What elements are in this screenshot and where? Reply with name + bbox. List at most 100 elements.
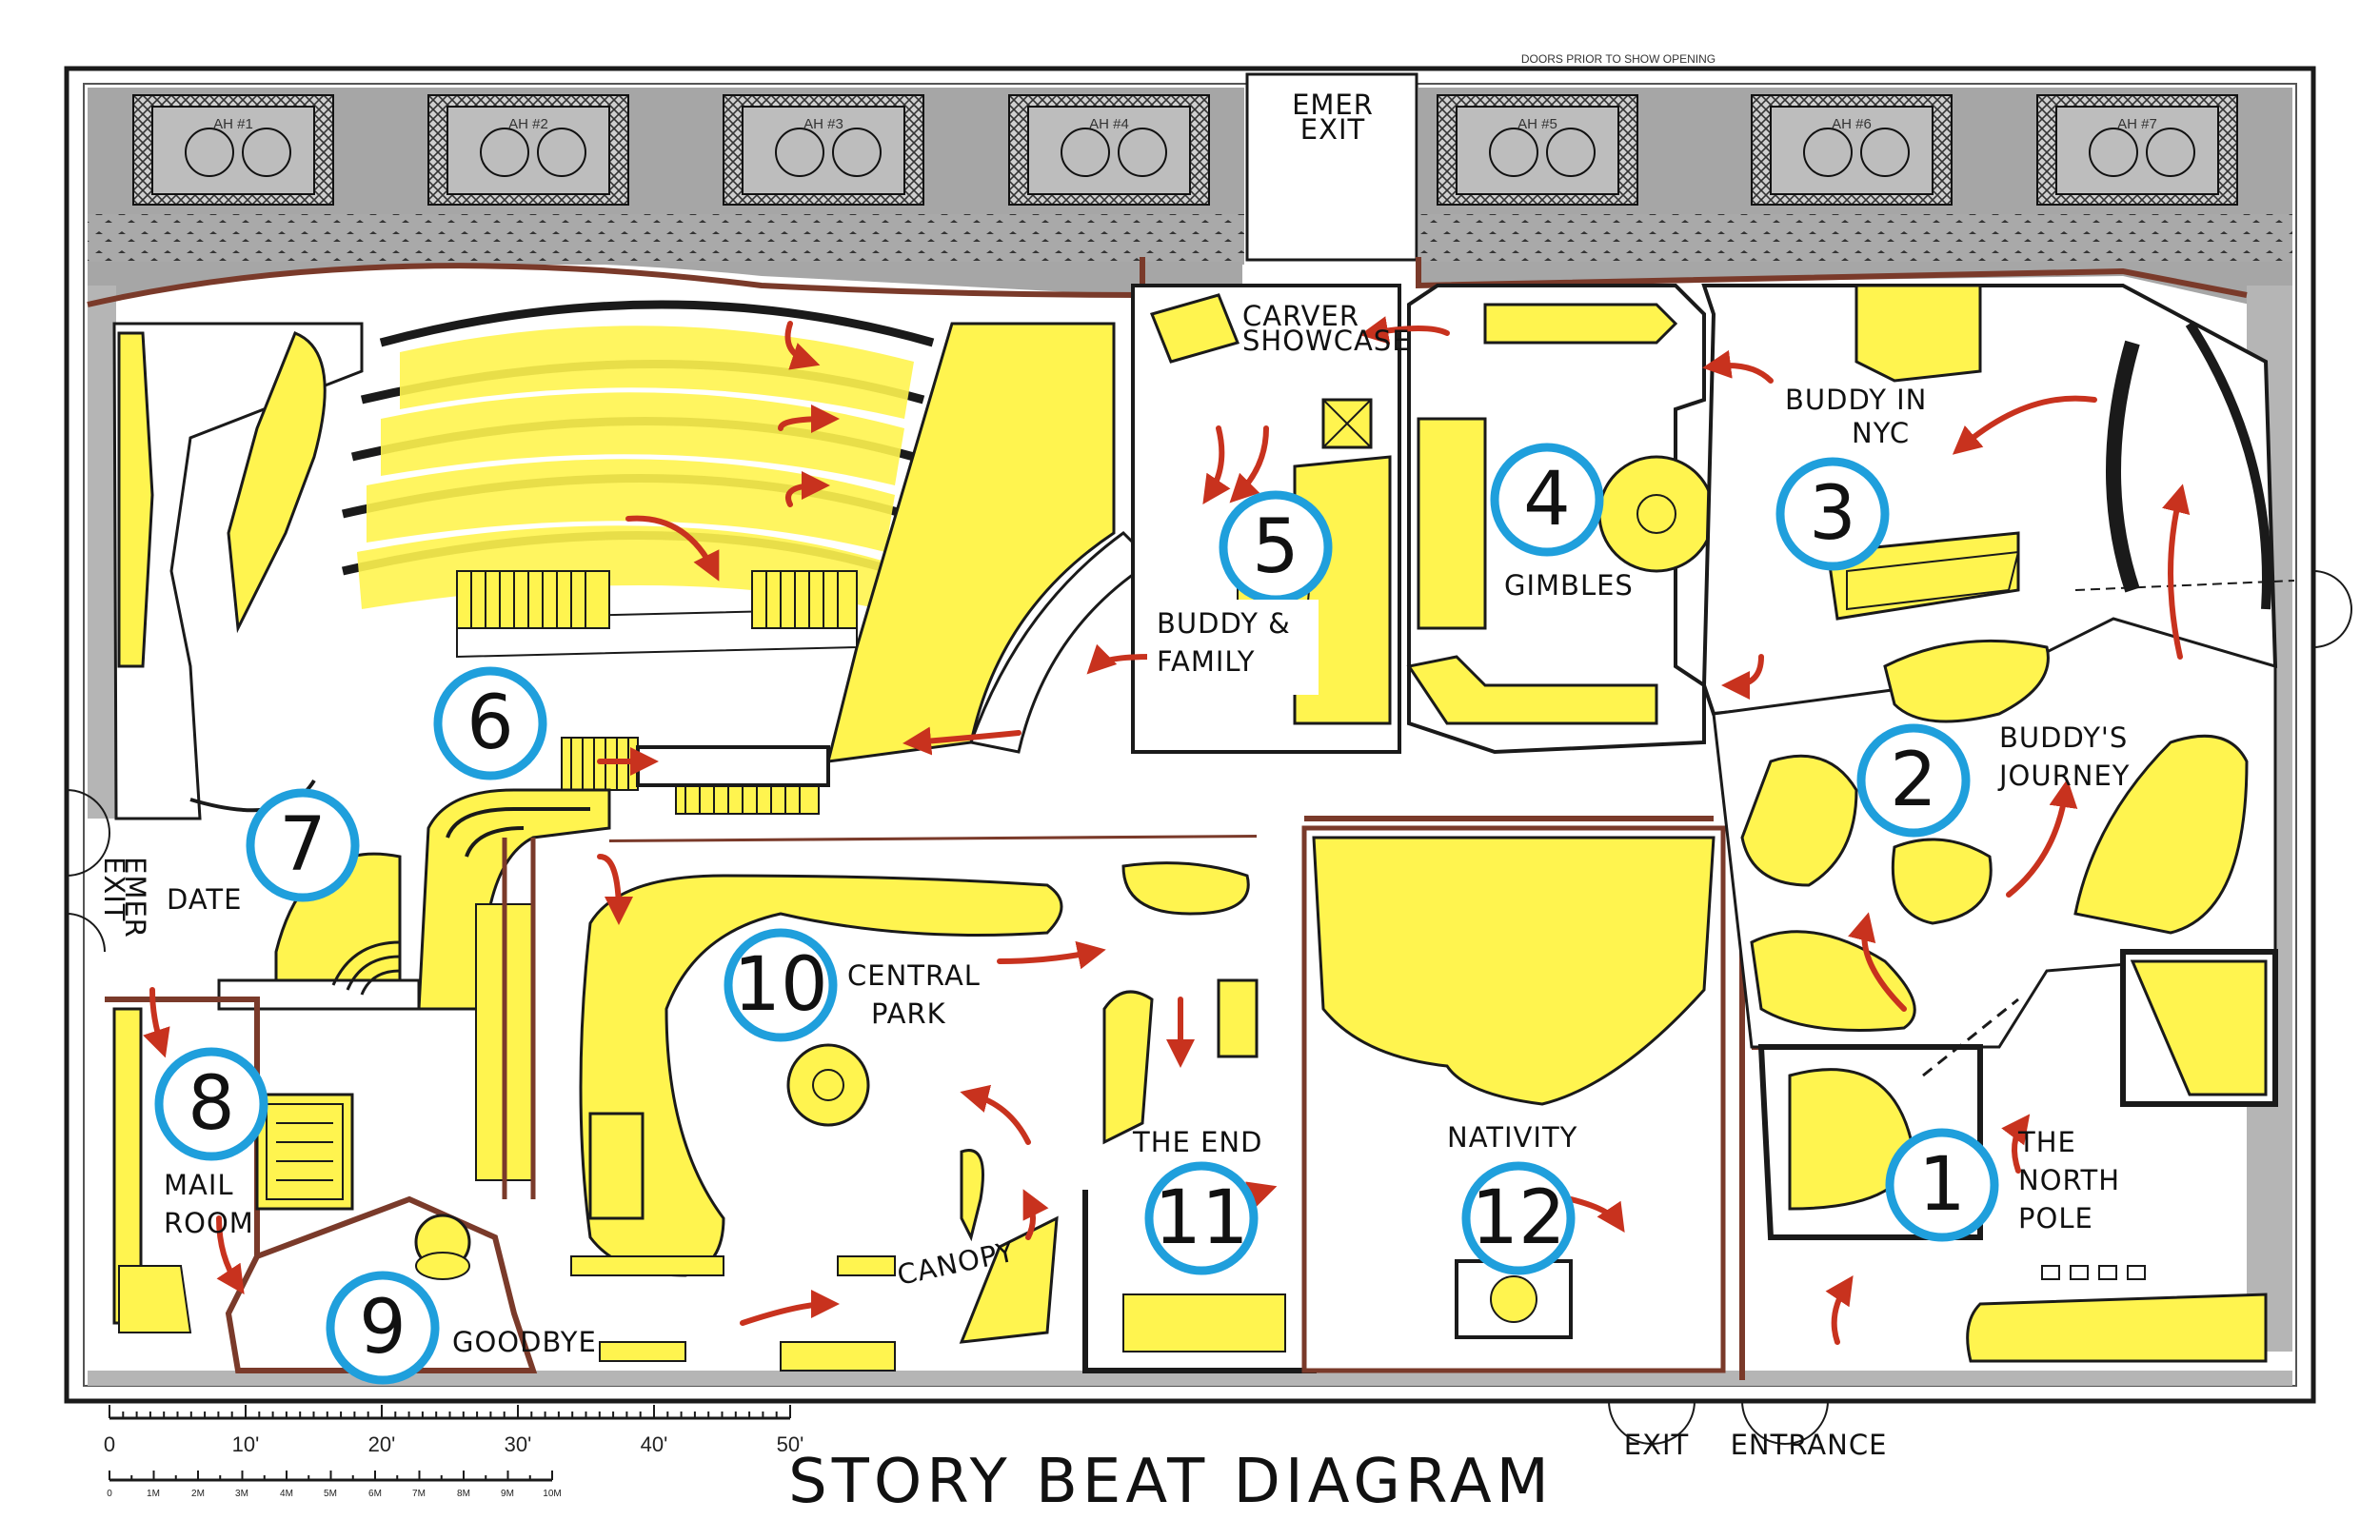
- beat-6-number: 6: [466, 681, 514, 766]
- scale-ft-10: 10': [232, 1432, 260, 1456]
- beat-4-label-1: GIMBLES: [1504, 569, 1634, 602]
- beat-5-label-1: BUDDY &: [1157, 607, 1291, 640]
- air-handler-1: [132, 94, 334, 206]
- beat-1-label-1: THE: [2017, 1126, 2076, 1158]
- scale-m-1: 1M: [147, 1489, 160, 1499]
- exit-bottom-label: EXIT: [1624, 1429, 1689, 1461]
- scale-m-9: 9M: [501, 1489, 514, 1499]
- ah-label-4: AH #4: [1089, 116, 1129, 132]
- beat-2-number: 2: [1890, 738, 1937, 823]
- beat-6: 6: [433, 666, 547, 780]
- beat-3-number: 3: [1809, 471, 1856, 557]
- carver-label-2: SHOWCASE: [1242, 325, 1411, 357]
- air-handler-labels: AH #1 AH #2 AH #3 AH #4 AH #5 AH #6 AH #…: [213, 116, 2157, 132]
- emer-exit-left-line2: EXIT: [98, 857, 130, 921]
- beat-7-number: 7: [279, 802, 327, 888]
- ah-label-2: AH #2: [508, 116, 548, 132]
- scale-m-5: 5M: [324, 1489, 337, 1499]
- scale-m-8: 8M: [457, 1489, 470, 1499]
- beat-3-label-2: NYC: [1852, 417, 1910, 449]
- ah-label-3: AH #3: [803, 116, 843, 132]
- zone-6-theater: [112, 300, 1155, 820]
- ah-label-7: AH #7: [2117, 116, 2157, 132]
- emer-exit-left-line1: EMER: [119, 857, 151, 938]
- scale-ft-0: 0: [104, 1432, 115, 1456]
- central-park-corridor-wall: [502, 838, 536, 1199]
- scale-m-10: 10M: [543, 1489, 561, 1499]
- zone-12-nativity: [1301, 825, 1726, 1373]
- beat-5-label-bg: [1147, 600, 1319, 695]
- beat-10-number: 10: [733, 942, 827, 1028]
- beat-2-label-2: JOURNEY: [1997, 760, 2131, 792]
- emer-exit-left-doors: [66, 789, 110, 953]
- scale-ft-20: 20': [368, 1432, 396, 1456]
- mechanical-zone-left-edge: [88, 286, 116, 819]
- beat-1-number: 1: [1918, 1142, 1966, 1228]
- emer-exit-top-corridor: [1245, 72, 1418, 262]
- beat-8: 8 MAIL ROOM: [154, 1047, 268, 1239]
- ah-label-6: AH #6: [1832, 116, 1872, 132]
- beat-12-label-1: NATIVITY: [1447, 1121, 1577, 1154]
- scale-m-7: 7M: [412, 1489, 426, 1499]
- air-handler-7: [2036, 94, 2238, 206]
- ah-label-5: AH #5: [1517, 116, 1557, 132]
- beat-10-label-2: PARK: [871, 997, 946, 1030]
- beat-2-label-1: BUDDY'S: [1999, 721, 2128, 754]
- flow-arrows: [143, 316, 2191, 1345]
- scale-m-0: 0: [107, 1489, 112, 1499]
- beat-9: 9 GOODBYE: [326, 1271, 597, 1385]
- scale-m-2: 2M: [191, 1489, 205, 1499]
- beat-4: 4 GIMBLES: [1490, 443, 1634, 602]
- beat-10-label-1: CENTRAL: [847, 959, 981, 992]
- emer-exit-top-line2: EXIT: [1300, 113, 1365, 146]
- zone-10-central-park: [570, 838, 1266, 1372]
- doors-note: DOORS PRIOR TO SHOW OPENING: [1521, 52, 1716, 66]
- beat-9-label-1: GOODBYE: [452, 1326, 597, 1358]
- scale-ft-50: 50': [777, 1432, 804, 1456]
- zone-11-the-end: [1082, 1190, 1317, 1373]
- beat-5: 5 BUDDY & FAMILY: [1147, 490, 1333, 695]
- beat-10: 10 CENTRAL PARK: [724, 928, 981, 1042]
- beat-1-label-3: POLE: [2018, 1202, 2093, 1234]
- scale-m-3: 3M: [235, 1489, 248, 1499]
- scale-m-4: 4M: [280, 1489, 293, 1499]
- beat-4-number: 4: [1523, 457, 1571, 543]
- beat-1-label-2: NORTH: [2018, 1164, 2120, 1196]
- beat-12-number: 12: [1471, 1175, 1565, 1261]
- emer-exit-top-line1: EMER: [1292, 89, 1374, 121]
- entrance-bottom-label: ENTRANCE: [1731, 1429, 1888, 1461]
- scale-m-6: 6M: [368, 1489, 382, 1499]
- beat-5-label-2: FAMILY: [1157, 645, 1255, 678]
- beat-1: 1 THE NORTH POLE: [1885, 1126, 2120, 1242]
- scale-ft-40: 40': [641, 1432, 668, 1456]
- carver-label-1: CARVER: [1242, 300, 1359, 332]
- beat-9-number: 9: [359, 1285, 407, 1371]
- air-handler-4: [1008, 94, 1210, 206]
- theater-back-wall: [636, 745, 830, 787]
- zone-3-buddy-in-nyc: [1701, 284, 2295, 717]
- diagram-title: STORY BEAT DIAGRAM: [788, 1447, 1554, 1517]
- air-handler-6: [1751, 94, 1953, 206]
- beat-8-label-1: MAIL: [164, 1169, 234, 1201]
- beat-11: 11 THE END: [1132, 1126, 1262, 1275]
- scale-ft-30: 30': [505, 1432, 532, 1456]
- beat-2: 2 BUDDY'S JOURNEY: [1856, 721, 2131, 838]
- beat-3: 3 BUDDY IN NYC: [1775, 384, 1927, 571]
- beat-7: 7 DATE: [167, 788, 360, 916]
- right-side-doors: [2312, 570, 2352, 648]
- air-handler-2: [427, 94, 629, 206]
- air-handler-5: [1437, 94, 1638, 206]
- zone-1-north-pole: [1757, 949, 2278, 1363]
- beat-11-number: 11: [1154, 1175, 1248, 1261]
- air-handler-3: [723, 94, 924, 206]
- beat-5-number: 5: [1252, 504, 1299, 590]
- ah-label-1: AH #1: [213, 116, 253, 132]
- zone-9-goodbye: [414, 1214, 471, 1280]
- scale-bar: 0 10' 20' 30' 40' 50' 0 1M 2M 3M 4M 5M 6…: [104, 1405, 803, 1499]
- beat-11-label-1: THE END: [1132, 1126, 1262, 1158]
- beat-8-label-2: ROOM: [164, 1207, 254, 1239]
- beat-3-label-1: BUDDY IN: [1785, 384, 1927, 416]
- beat-7-label-1: DATE: [167, 883, 242, 916]
- beat-12: 12 NATIVITY: [1447, 1121, 1577, 1275]
